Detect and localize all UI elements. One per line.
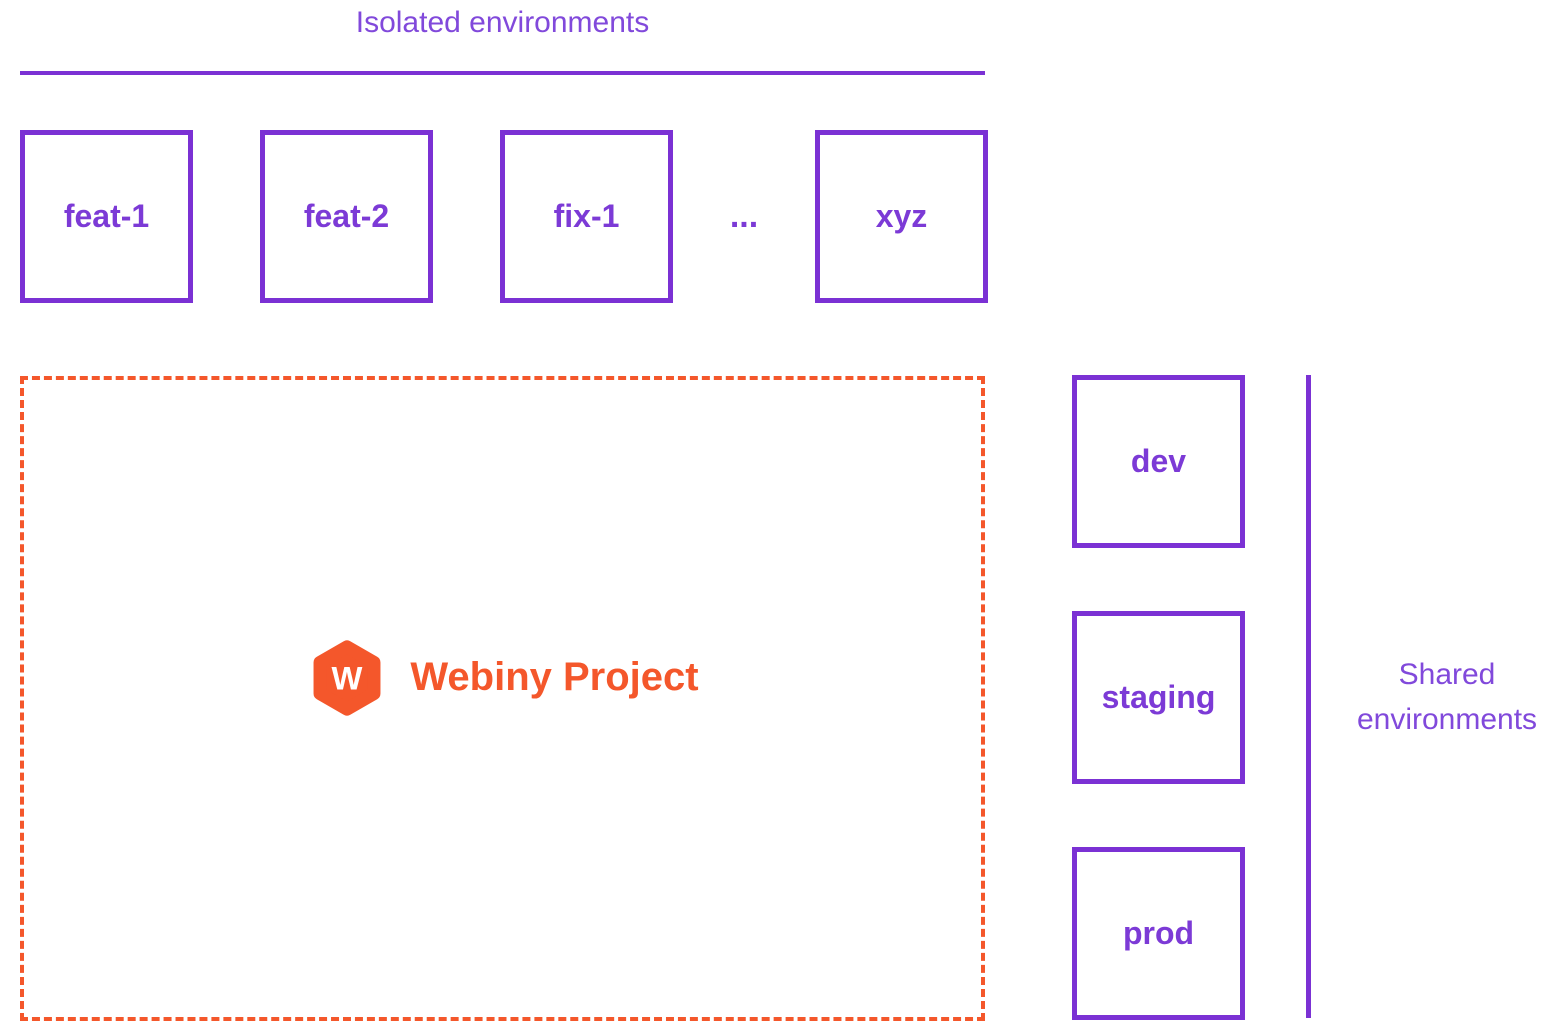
env-box-label: staging [1101,679,1216,715]
hexagon-shape [313,639,381,716]
env-box-dev: dev [1072,375,1245,548]
env-box-prod: prod [1072,847,1245,1020]
env-box-label: xyz [875,198,928,234]
env-box-label: prod [1122,915,1195,951]
env-box-feat-1: feat-1 [20,130,193,303]
isolated-environments-underline [20,71,985,75]
shared-environments-line [1306,375,1311,1018]
webiny-project-box: W Webiny Project [20,376,985,1021]
env-box-fix-1: fix-1 [500,130,673,303]
env-box-staging: staging [1072,611,1245,784]
webiny-project-lockup: W Webiny Project [306,633,699,723]
more-environments-ellipsis: ... [729,197,759,235]
env-box-label: feat-2 [303,198,390,234]
env-box-label: dev [1130,443,1187,479]
env-box-feat-2: feat-2 [260,130,433,303]
isolated-environments-title: Isolated environments [355,6,650,39]
env-box-label: feat-1 [63,198,150,234]
webiny-logo-icon: W [313,639,381,716]
webiny-logo-letter: W [332,659,363,696]
webiny-project-label: Webiny Project [410,655,699,699]
env-box-xyz: xyz [815,130,988,303]
env-box-label: fix-1 [553,198,620,234]
shared-environments-title: Shared environments [1356,658,1538,736]
